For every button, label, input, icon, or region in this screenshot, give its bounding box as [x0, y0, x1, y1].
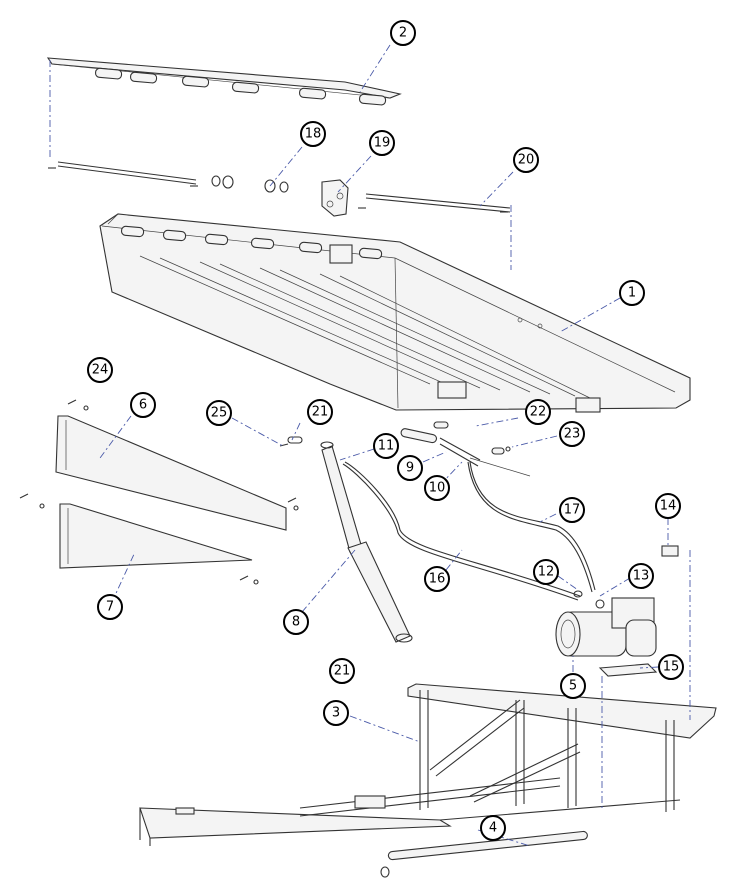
callout-17: 17: [559, 497, 585, 523]
svg-text:10: 10: [429, 481, 446, 496]
callout-21-lower: 21: [329, 658, 355, 684]
callout-9: 9: [397, 455, 423, 481]
callout-1: 1: [619, 280, 645, 306]
callout-12: 12: [533, 559, 559, 585]
svg-text:6: 6: [139, 398, 147, 413]
callout-5: 5: [560, 673, 586, 699]
mounting-plate-part: [598, 663, 658, 677]
callout-23: 23: [559, 421, 585, 447]
callout-18: 18: [300, 121, 326, 147]
toe-guard-upper-part: [55, 415, 287, 531]
callout-20: 20: [513, 147, 539, 173]
fastener-group: [19, 399, 303, 585]
svg-text:9: 9: [406, 461, 414, 476]
svg-text:3: 3: [332, 706, 340, 721]
callout-25: 25: [206, 400, 232, 426]
axle-rod-part: [380, 830, 588, 878]
callout-11: 11: [373, 433, 399, 459]
svg-text:2: 2: [399, 26, 407, 41]
deck-part: [99, 213, 691, 413]
callout-3: 3: [323, 700, 349, 726]
svg-text:15: 15: [663, 660, 680, 675]
lever-arm-part: [400, 421, 531, 477]
callout-2: 2: [390, 20, 416, 46]
hinge-pin-assembly: [48, 161, 511, 217]
callout-22: 22: [525, 399, 551, 425]
callout-14: 14: [655, 493, 681, 519]
svg-text:17: 17: [564, 503, 581, 518]
toe-guard-lower-part: [59, 503, 253, 569]
callout-bubbles: 2 18 19 20 1 24 6 25 21 11 22 23 9 10 17: [87, 20, 684, 841]
svg-text:20: 20: [518, 153, 535, 168]
callout-21-upper: 21: [307, 399, 333, 425]
svg-text:4: 4: [489, 821, 497, 836]
leader-lines: [49, 44, 691, 847]
svg-text:23: 23: [564, 427, 581, 442]
callout-8: 8: [283, 609, 309, 635]
svg-text:11: 11: [378, 439, 395, 454]
power-unit-part: [555, 597, 657, 657]
svg-text:8: 8: [292, 615, 300, 630]
svg-text:1: 1: [628, 286, 636, 301]
hydraulic-hoses: [342, 461, 596, 601]
callout-10: 10: [424, 475, 450, 501]
svg-text:18: 18: [305, 127, 322, 142]
svg-text:5: 5: [569, 679, 577, 694]
callout-4: 4: [480, 815, 506, 841]
callout-24: 24: [87, 357, 113, 383]
svg-text:12: 12: [538, 565, 555, 580]
bracket-14-part: [661, 545, 679, 557]
svg-text:16: 16: [429, 572, 446, 587]
svg-text:24: 24: [92, 363, 109, 378]
svg-text:19: 19: [374, 136, 391, 151]
lip-plate-part: [46, 57, 402, 106]
svg-text:22: 22: [530, 405, 547, 420]
hydraulic-cylinder-part: [320, 441, 413, 643]
callout-7: 7: [97, 594, 123, 620]
svg-text:21: 21: [312, 405, 329, 420]
base-frame-part: [139, 683, 717, 846]
callout-6: 6: [130, 392, 156, 418]
svg-text:21: 21: [334, 664, 351, 679]
callout-13: 13: [628, 563, 654, 589]
callout-15: 15: [658, 654, 684, 680]
svg-text:7: 7: [106, 600, 114, 615]
svg-text:13: 13: [633, 569, 650, 584]
svg-text:14: 14: [660, 499, 677, 514]
callout-16: 16: [424, 566, 450, 592]
svg-text:25: 25: [211, 406, 228, 421]
callout-19: 19: [369, 130, 395, 156]
